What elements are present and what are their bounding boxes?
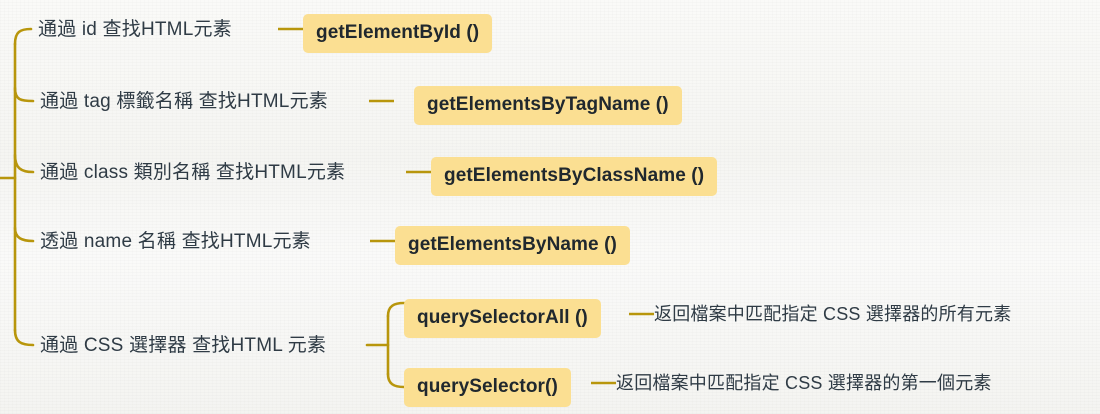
- branch-curve-1: [13, 27, 33, 46]
- method-badge-queryselector[interactable]: querySelector(): [404, 368, 571, 407]
- branch-curve-5: [13, 328, 35, 347]
- sub-branch-curve-1: [386, 301, 406, 318]
- branch-curve-3: [13, 153, 35, 174]
- method-badge-getelementsbytagname[interactable]: getElementsByTagName (): [414, 86, 682, 125]
- method-badge-getelementbyid[interactable]: getElementById (): [303, 14, 493, 53]
- branch-curve-2: [13, 86, 35, 103]
- sub-branch-curve-2: [386, 372, 406, 389]
- description-queryselectorall: 返回檔案中匹配指定 CSS 選擇器的所有元素: [654, 304, 1012, 324]
- description-queryselector: 返回檔案中匹配指定 CSS 選擇器的第一個元素: [616, 373, 992, 393]
- branch-label-id: 通過 id 查找HTML元素: [38, 19, 232, 40]
- method-badge-getelementsbyclassname[interactable]: getElementsByClassName (): [431, 157, 718, 196]
- method-badge-getelementsbyname[interactable]: getElementsByName (): [395, 226, 630, 265]
- method-badge-queryselectorall[interactable]: querySelectorAll (): [404, 299, 601, 338]
- branch-label-tag: 通過 tag 標籤名稱 查找HTML元素: [40, 91, 328, 112]
- branch-curve-4: [13, 226, 35, 243]
- branch-label-class: 通過 class 類別名稱 查找HTML元素: [40, 162, 346, 183]
- branch-label-name: 透過 name 名稱 查找HTML元素: [40, 231, 311, 252]
- branch-label-css-selector: 通過 CSS 選擇器 查找HTML 元素: [40, 335, 327, 356]
